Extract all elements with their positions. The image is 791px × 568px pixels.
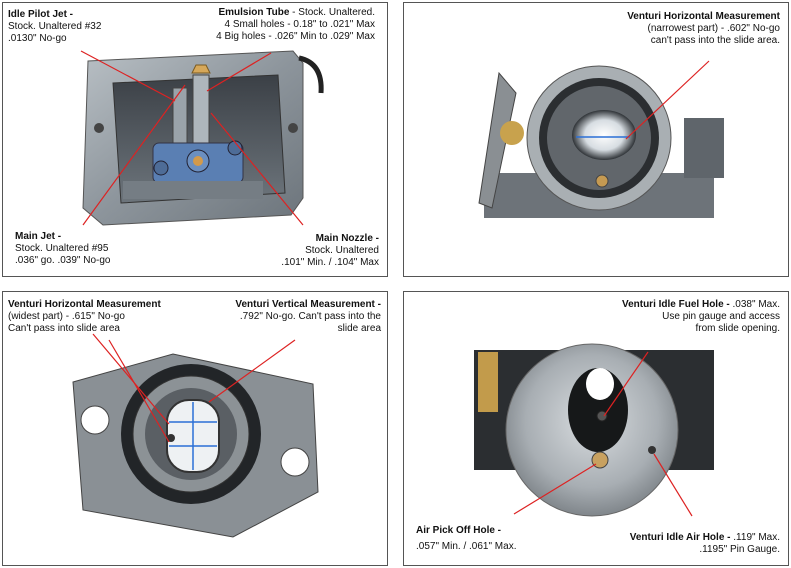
- venturi-h-wide-title: Venturi Horizontal Measurement: [8, 299, 161, 310]
- venturi-v-title: Venturi Vertical Measurement -: [235, 299, 381, 310]
- label-venturi-v: Venturi Vertical Measurement - .792" No-…: [235, 299, 381, 335]
- venturi-h-wide-line2: Can't pass into slide area: [8, 323, 120, 334]
- label-main-nozzle: Main Nozzle - Stock. Unaltered .101" Min…: [281, 233, 379, 269]
- label-idle-pilot-jet: Idle Pilot Jet - Stock. Unaltered #32 .0…: [8, 9, 101, 45]
- emulsion-tube-line2: 4 Big holes - .026" Min to .029" Max: [216, 31, 375, 42]
- air-pick-off-line1: .057" Min. / .061" Max.: [416, 541, 517, 552]
- idle-fuel-hole-line2: from slide opening.: [695, 323, 781, 334]
- idle-fuel-hole-title-rest: .038" Max.: [729, 299, 780, 310]
- idle-air-hole-title-rest: .119" Max.: [730, 532, 780, 543]
- main-jet-line1: Stock. Unaltered #95: [15, 243, 109, 254]
- venturi-narrow-photo: [478, 60, 724, 218]
- main-jet-title: Main Jet -: [15, 231, 62, 242]
- venturi-v-line2: slide area: [337, 323, 381, 334]
- air-pick-off-title: Air Pick Off Hole -: [416, 525, 502, 536]
- idle-air-hole-title: Venturi Idle Air Hole -: [629, 532, 731, 543]
- venturi-v-line1: .792" No-go. Can't pass into the: [239, 311, 381, 322]
- jets-photo: [80, 50, 324, 226]
- panel-jets: Idle Pilot Jet - Stock. Unaltered #32 .0…: [2, 2, 388, 277]
- idle-pilot-jet-line2: .0130" No-go: [8, 33, 67, 44]
- idle-fuel-hole-line1: Use pin gauge and access: [662, 311, 780, 322]
- idle-fuel-hole-title: Venturi Idle Fuel Hole -: [621, 299, 730, 310]
- venturi-h-wide-line1: (widest part) - .615" No-go: [8, 311, 125, 322]
- label-venturi-h-narrow: Venturi Horizontal Measurement (narrowes…: [627, 11, 780, 47]
- main-nozzle-title: Main Nozzle -: [315, 233, 379, 244]
- idle-pilot-jet-line1: Stock. Unaltered #32: [8, 21, 102, 32]
- label-venturi-h-wide: Venturi Horizontal Measurement (widest p…: [8, 299, 161, 335]
- main-nozzle-line2: .101" Min. / .104" Max: [281, 257, 379, 268]
- label-idle-fuel-hole: Venturi Idle Fuel Hole - .038" Max. Use …: [622, 299, 780, 335]
- emulsion-tube-title-rest: - Stock. Unaltered.: [289, 7, 375, 18]
- label-emulsion-tube: Emulsion Tube - Stock. Unaltered. 4 Smal…: [216, 7, 375, 43]
- emulsion-tube-title: Emulsion Tube: [218, 7, 290, 18]
- main-jet-line2: .036" go. .039" No-go: [15, 255, 111, 266]
- idle-holes-photo: [474, 343, 714, 517]
- venturi-h-narrow-line2: can't pass into the slide area.: [650, 35, 780, 46]
- idle-air-hole-line1: .1195" Pin Gauge.: [699, 544, 780, 555]
- panel-idle-holes: Venturi Idle Fuel Hole - .038" Max. Use …: [403, 291, 789, 566]
- panel-venturi-narrow: Venturi Horizontal Measurement (narrowes…: [403, 2, 789, 277]
- main-nozzle-line1: Stock. Unaltered: [305, 245, 379, 256]
- venturi-h-narrow-line1: (narrowest part) - .602" No-go: [647, 23, 781, 34]
- venturi-wide-photo: [72, 333, 319, 538]
- idle-pilot-jet-title: Idle Pilot Jet -: [8, 9, 74, 20]
- label-idle-air-hole: Venturi Idle Air Hole - .119" Max. .1195…: [630, 532, 780, 556]
- venturi-h-narrow-title: Venturi Horizontal Measurement: [627, 11, 780, 22]
- label-main-jet: Main Jet - Stock. Unaltered #95 .036" go…: [15, 231, 111, 267]
- label-air-pick-off: Air Pick Off Hole - .057" Min. / .061" M…: [416, 525, 516, 553]
- emulsion-tube-line1: 4 Small holes - 0.18" to .021" Max: [224, 19, 375, 30]
- panel-venturi-wide: Venturi Horizontal Measurement (widest p…: [2, 291, 388, 566]
